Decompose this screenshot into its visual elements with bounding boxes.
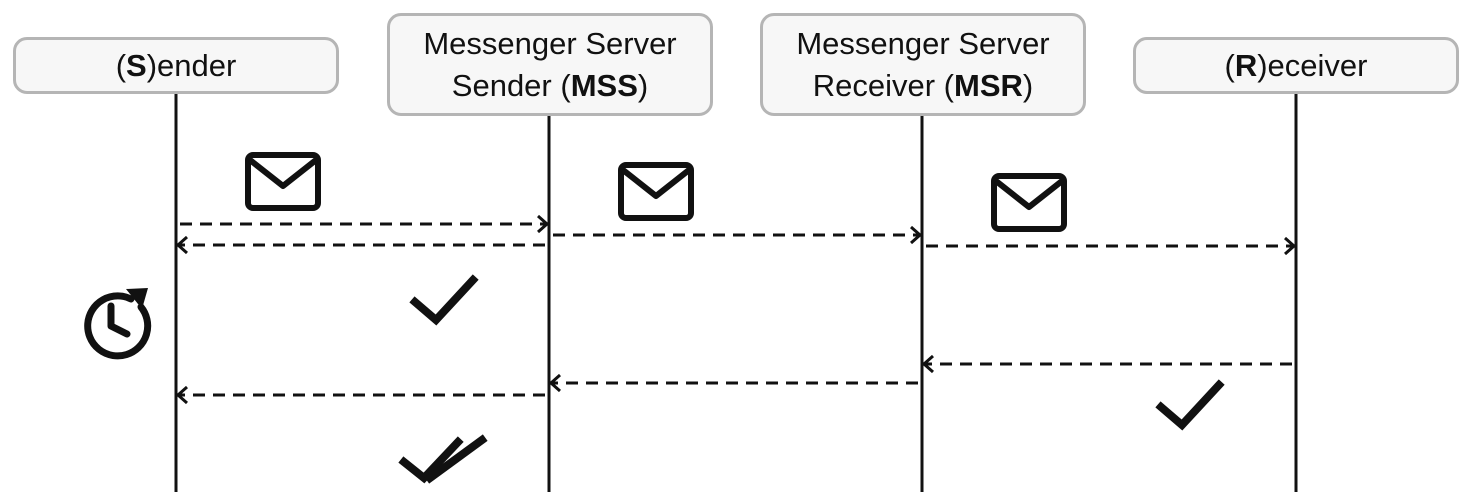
arrowhead [537, 214, 550, 234]
arrowhead [175, 235, 188, 255]
actor-msr-line1: Messenger Server [796, 25, 1050, 61]
clock-history-icon [84, 288, 152, 360]
actor-sender-box: (S)ender [13, 37, 339, 94]
checkmark-icon [409, 274, 479, 326]
actor-sender-label: (S)ender [115, 47, 237, 83]
envelope-icon [245, 152, 321, 211]
actor-receiver-box: (R)eceiver [1133, 37, 1459, 94]
double-checkmark-icon [398, 434, 488, 484]
actor-mss-line2: Sender (MSS) [451, 67, 649, 103]
arrowhead [175, 385, 188, 405]
envelope-icon [618, 162, 694, 221]
actor-msr-box: Messenger Server Receiver (MSR) [760, 13, 1086, 116]
actor-mss-box: Messenger Server Sender (MSS) [387, 13, 713, 116]
arrowhead [921, 354, 934, 374]
arrowhead [1284, 236, 1297, 256]
arrowhead [548, 373, 561, 393]
arrowhead [910, 225, 923, 245]
actor-msr-line2: Receiver (MSR) [812, 67, 1034, 103]
checkmark-icon [1155, 379, 1225, 431]
envelope-icon [991, 173, 1067, 232]
actor-receiver-label: (R)eceiver [1224, 47, 1368, 83]
actor-mss-line1: Messenger Server [423, 25, 677, 61]
